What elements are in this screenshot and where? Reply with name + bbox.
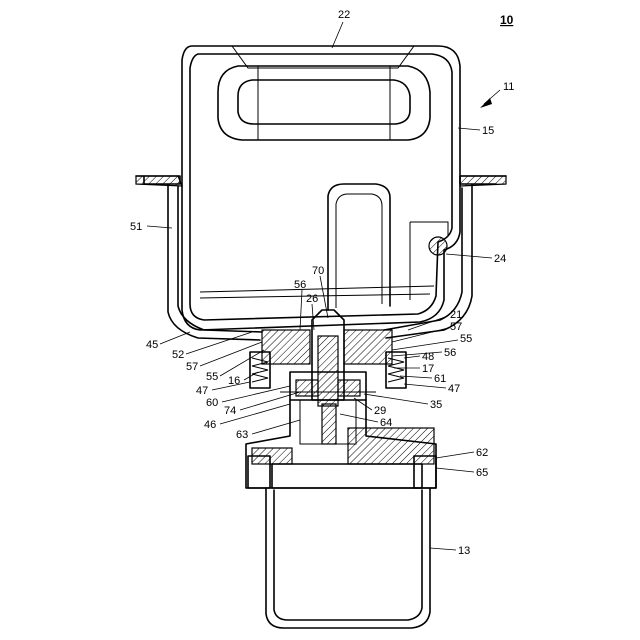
label-46: 46 xyxy=(204,419,216,431)
label-13: 13 xyxy=(458,545,470,557)
label-63: 63 xyxy=(236,429,248,441)
label-65: 65 xyxy=(476,467,488,479)
label-74: 74 xyxy=(224,405,236,417)
bottle-inner xyxy=(274,490,422,620)
neck xyxy=(246,400,436,488)
leader-13 xyxy=(430,548,456,550)
tank-top-step xyxy=(232,46,414,68)
tank-side-recess xyxy=(410,222,448,300)
arrow-11 xyxy=(480,90,500,108)
tank-central-channel xyxy=(328,184,390,310)
leader-45 xyxy=(160,332,190,344)
leader-61 xyxy=(400,376,432,378)
label-60: 60 xyxy=(206,397,218,409)
handle-opening xyxy=(238,80,410,124)
tank-bottom-line xyxy=(200,286,434,292)
valve-assembly xyxy=(250,310,406,406)
leader-22 xyxy=(332,22,343,48)
label-11: 11 xyxy=(503,81,514,93)
plunger-stem xyxy=(318,336,338,406)
label-62: 62 xyxy=(476,447,488,459)
label-22: 22 xyxy=(338,9,350,21)
label-52: 52 xyxy=(172,349,184,361)
bottle xyxy=(266,488,430,628)
tank-outer-wall xyxy=(182,46,460,330)
leader-65 xyxy=(436,468,474,472)
label-45: 45 xyxy=(146,339,158,351)
label-47-right: 47 xyxy=(448,383,460,395)
leader-15 xyxy=(458,128,480,130)
gasket-24 xyxy=(429,237,447,255)
coupling-hatch-right xyxy=(348,428,434,464)
label-15: 15 xyxy=(482,125,494,137)
coupling-ring xyxy=(272,464,422,488)
label-57-left: 57 xyxy=(186,361,198,373)
label-55-right: 55 xyxy=(460,333,472,345)
handle-outer xyxy=(218,66,430,140)
label-26: 26 xyxy=(306,293,318,305)
figure-number: 10 xyxy=(500,13,514,27)
neck-stem xyxy=(322,404,336,444)
label-35: 35 xyxy=(430,399,442,411)
label-47-left: 47 xyxy=(196,385,208,397)
label-56-top: 56 xyxy=(294,279,306,291)
leader-35 xyxy=(364,394,428,404)
housing-flange-right xyxy=(460,176,506,186)
label-29: 29 xyxy=(374,405,386,417)
label-56-right: 56 xyxy=(444,347,456,359)
bottle-outer xyxy=(266,488,430,628)
label-16: 16 xyxy=(228,375,240,387)
housing-flange-left xyxy=(136,176,182,186)
label-51: 51 xyxy=(130,221,142,233)
leader-24 xyxy=(446,254,492,258)
leader-64 xyxy=(340,414,378,422)
label-21: 21 xyxy=(450,309,462,321)
label-55-left: 55 xyxy=(206,371,218,383)
leader-lines xyxy=(147,22,492,550)
leader-57b xyxy=(200,342,262,366)
spring-left xyxy=(252,358,268,382)
valve-seat-right xyxy=(344,330,392,364)
label-64: 64 xyxy=(380,417,392,429)
leader-74 xyxy=(240,392,300,410)
label-70: 70 xyxy=(312,265,324,277)
arrow-11-head xyxy=(480,98,492,108)
leader-57a xyxy=(392,328,448,342)
leader-52 xyxy=(186,332,252,354)
label-48: 48 xyxy=(422,351,434,363)
leader-63 xyxy=(252,420,300,434)
housing-wall-left xyxy=(136,176,260,340)
valve-body-hatch-left xyxy=(296,380,318,396)
leader-16 xyxy=(244,372,258,380)
labels: 10 22 11 15 51 24 70 56 26 21 57 55 56 4… xyxy=(130,9,514,557)
leader-62 xyxy=(436,452,474,458)
label-17: 17 xyxy=(422,363,434,375)
tank-channel-inner xyxy=(336,194,382,308)
valve-body-hatch-right xyxy=(338,380,360,396)
label-61: 61 xyxy=(434,373,446,385)
tank xyxy=(182,46,460,330)
label-57-right: 57 xyxy=(450,321,462,333)
label-24: 24 xyxy=(494,253,506,265)
